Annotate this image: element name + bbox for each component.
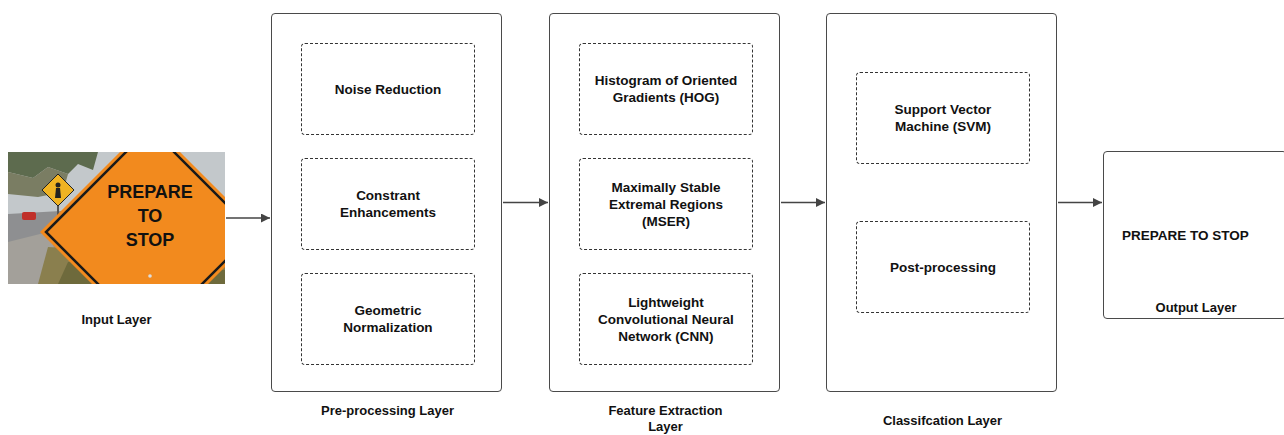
flow-arrow [781,202,825,204]
layer-label: Feature Extraction Layer [596,403,736,435]
process-box: Post-processing [856,221,1030,313]
sign-text: TO [90,206,210,226]
layer-box: Classifcation LayerSupport Vector Machin… [826,13,1057,392]
process-box: Lightweight Convolutional Neural Network… [579,273,753,365]
layer-label: Input Layer [37,312,197,328]
box-label: Post-processing [890,259,996,276]
box-label: Lightweight Convolutional Neural Network… [590,294,742,345]
process-box: Histogram of Oriented Gradients (HOG) [579,43,753,135]
layer-label: Classifcation Layer [843,413,1043,429]
box-label: Histogram of Oriented Gradients (HOG) [590,72,742,106]
input-image: PREPARETOSTOPInput Layer [8,152,225,284]
process-box: Maximally Stable Extremal Regions (MSER) [579,158,753,250]
flow-arrow [503,202,548,204]
sign-photo [8,152,225,284]
box-label: Geometric Normalization [312,302,464,336]
layer-box: Pre-processing LayerNoise ReductionConst… [271,13,502,392]
process-box: Constrant Enhancements [301,158,475,250]
process-box: Noise Reduction [301,43,475,135]
layer-label: Output Layer [1116,300,1276,316]
flow-arrow [226,217,270,219]
box-label: Constrant Enhancements [312,187,464,221]
process-box: Support Vector Machine (SVM) [856,72,1030,164]
process-box: Geometric Normalization [301,273,475,365]
sign-text: PREPARE [90,182,210,202]
output-box: PREPARE TO STOP Output Layer [1103,151,1284,319]
box-label: PREPARE TO STOP [1122,227,1249,244]
flow-arrow [1058,202,1102,204]
box-label: Maximally Stable Extremal Regions (MSER) [590,179,742,230]
box-label: Noise Reduction [335,81,442,98]
layer-box: Feature Extraction LayerHistogram of Ori… [549,13,780,392]
layer-label: Pre-processing Layer [318,403,458,419]
sign-text: STOP [90,230,210,250]
box-label: Support Vector Machine (SVM) [867,101,1019,135]
